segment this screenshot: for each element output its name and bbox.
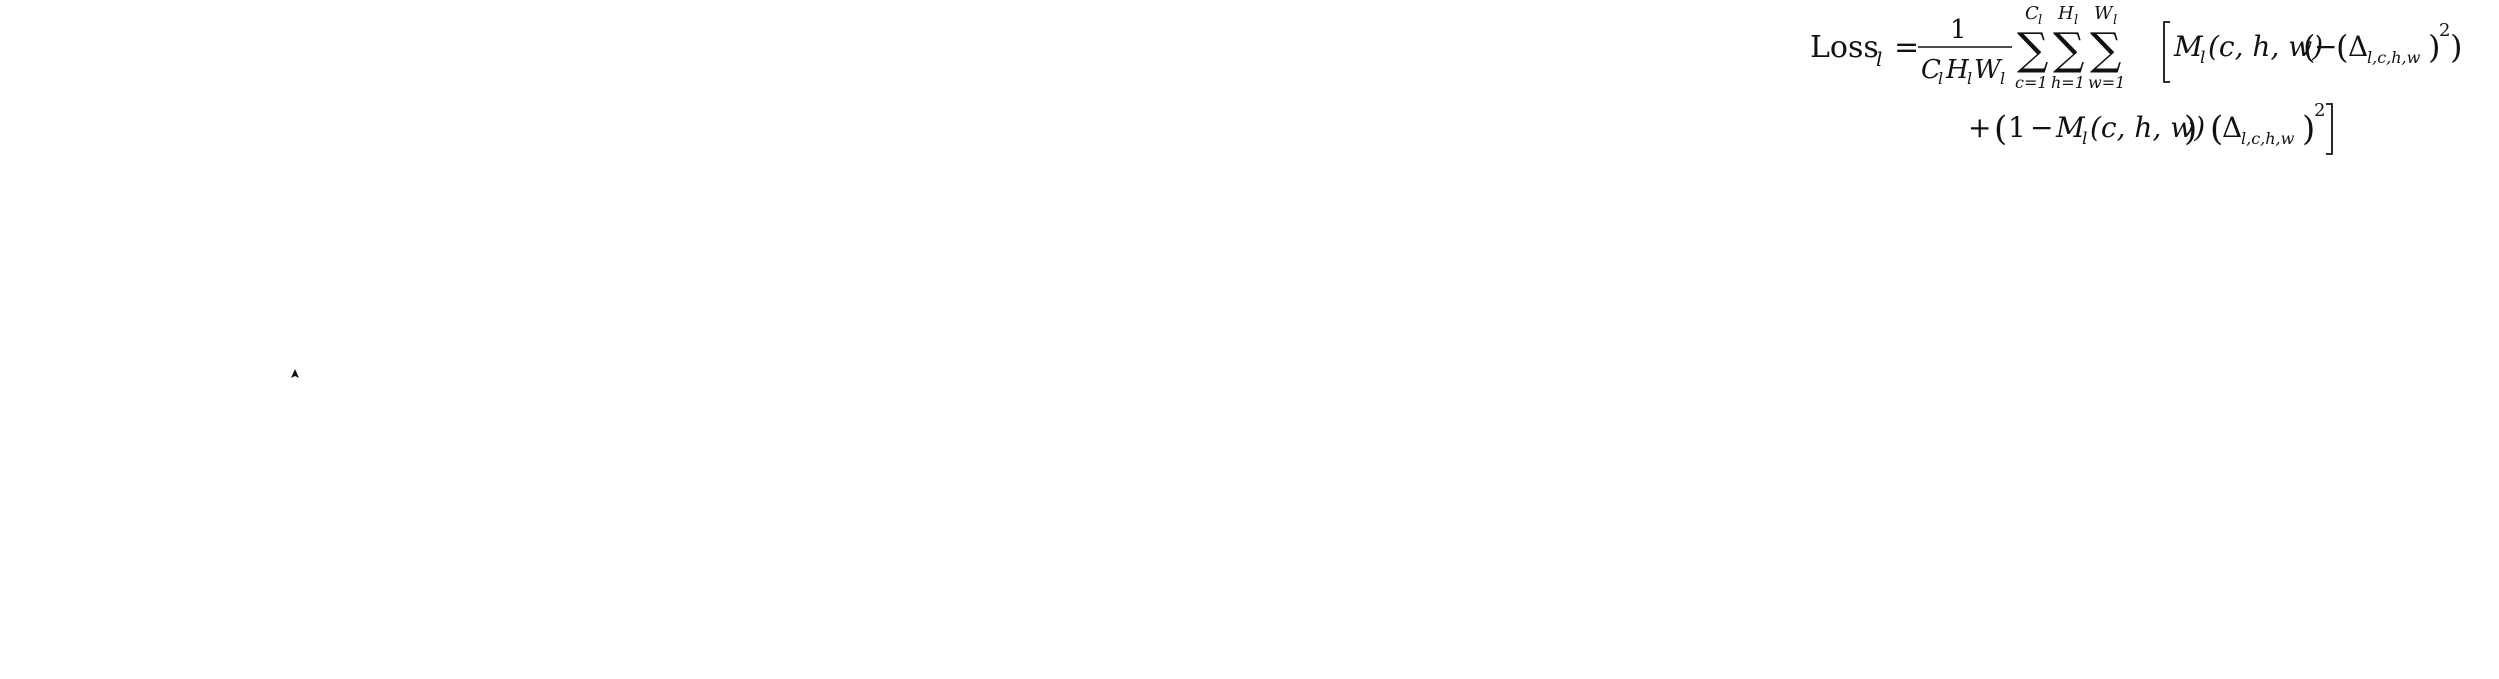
svg-text:C: C: [2025, 3, 2039, 24]
fraction-numerator: 1: [1950, 15, 1967, 45]
mask-subscript-2: l: [2082, 129, 2087, 149]
sum-over-h: H l ∑ h=1: [2051, 3, 2085, 92]
svg-text:W: W: [2094, 3, 2114, 24]
mask-subscript: l: [2200, 48, 2205, 68]
loss-equation: Loss l = 1 C l H l W l C l ∑ c=1 H l ∑ h…: [1800, 0, 2499, 165]
svg-text:C: C: [1921, 55, 1941, 85]
fraction-denominator: C l H l W l: [1921, 55, 2005, 88]
svg-text:l: l: [1967, 69, 1972, 88]
svg-text:H: H: [1945, 55, 1970, 85]
svg-text:w=1: w=1: [2088, 73, 2125, 92]
svg-text:l: l: [2038, 13, 2042, 28]
svg-text:W: W: [1974, 55, 2003, 85]
svg-text:l: l: [2074, 13, 2078, 28]
equals-sign: =: [1894, 30, 1919, 65]
right-square-bracket: [2326, 103, 2333, 155]
minus-sign-2: −: [2030, 111, 2053, 144]
svg-text:h=1: h=1: [2051, 73, 2085, 92]
sum-over-c: C l ∑ c=1: [2015, 3, 2048, 92]
mask-symbol-2: M: [2055, 111, 2086, 144]
mask-symbol: M: [2173, 30, 2204, 63]
summation-symbol-c: ∑: [2017, 24, 2048, 75]
summation-symbol-w: ∑: [2090, 24, 2121, 75]
power-2-line2: 2: [2314, 100, 2325, 121]
svg-text:l: l: [1938, 69, 1943, 88]
plus-sign: +: [1968, 111, 1991, 144]
delta-symbol-2: Δ: [2222, 111, 2242, 144]
open-paren-2: (: [2336, 28, 2348, 66]
mask-arguments: (c, h, w): [2208, 30, 2323, 63]
close-paren-2: ): [2428, 28, 2440, 66]
number-one: 1: [2008, 111, 2026, 144]
open-paren: (: [2303, 28, 2315, 66]
svg-text:l: l: [2000, 69, 2005, 88]
minus-sign-1: −: [2314, 30, 2337, 63]
svg-text:l: l: [2113, 13, 2117, 28]
delta-subscript: l,c,h,w: [2367, 48, 2421, 67]
delta-subscript-2: l,c,h,w: [2241, 129, 2295, 148]
summation-symbol-h: ∑: [2053, 24, 2084, 75]
svg-text:H: H: [2057, 3, 2074, 24]
loss-subscript: l: [1876, 47, 1882, 71]
left-square-bracket: [2163, 21, 2170, 83]
close-paren-4: ): [2302, 109, 2315, 149]
svg-text:c=1: c=1: [2015, 73, 2048, 92]
close-paren: ): [2450, 28, 2462, 66]
mask-arguments-2: (c, h, w): [2090, 111, 2205, 144]
open-paren-4: (: [2210, 109, 2223, 149]
mouse-cursor-icon: [289, 367, 301, 381]
sum-over-w: W l ∑ w=1: [2088, 3, 2125, 92]
close-paren-3: ): [2184, 109, 2197, 149]
power-2: 2: [2439, 20, 2450, 41]
open-paren-3: (: [1994, 109, 2007, 149]
delta-symbol: Δ: [2348, 30, 2368, 63]
loss-word: Loss: [1810, 30, 1879, 65]
